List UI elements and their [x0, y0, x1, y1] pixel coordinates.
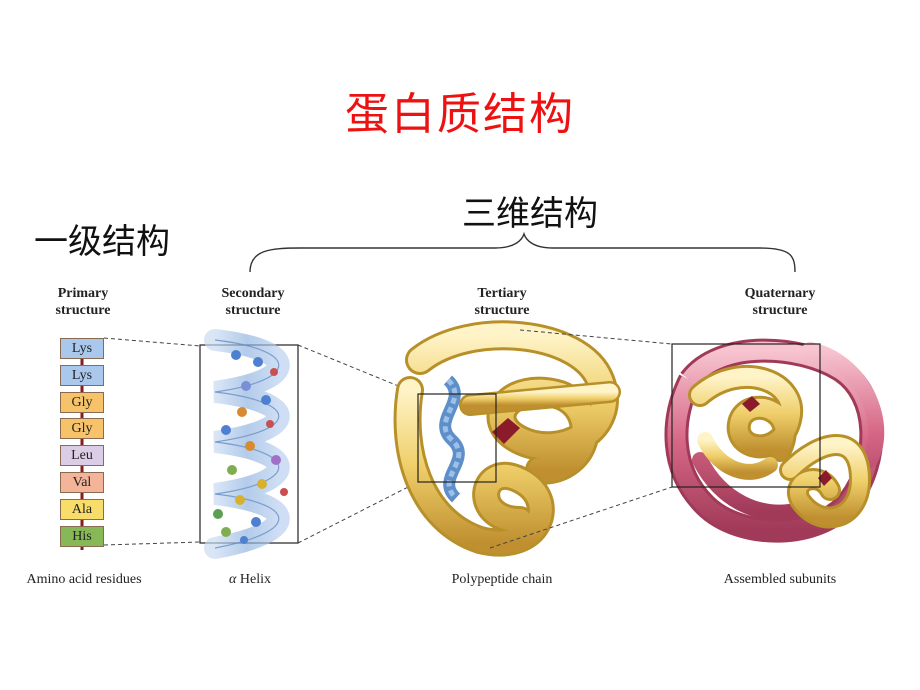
header-primary-line2: structure: [55, 303, 111, 318]
header-tertiary: Tertiary structure: [450, 285, 554, 319]
header-tertiary-line2: structure: [474, 303, 530, 318]
connector-primary-bottom: [103, 541, 201, 546]
header-quaternary-line1: Quaternary: [744, 286, 816, 301]
residue-lys-1: Lys: [60, 338, 104, 359]
connector-primary-top: [103, 337, 201, 347]
caption-quaternary: Assembled subunits: [723, 572, 837, 587]
caption-primary: Amino acid residues: [26, 572, 142, 587]
alpha-helix: [204, 329, 290, 559]
residue-his-8: His: [60, 525, 104, 547]
header-quaternary: Quaternary structure: [720, 285, 840, 319]
caption-tertiary: Polypeptide chain: [451, 572, 553, 587]
header-primary-line1: Primary: [57, 286, 109, 301]
connector-tertiary-top: [519, 329, 673, 345]
caption-secondary: α Helix: [200, 572, 300, 588]
connector-tertiary-bottom: [489, 486, 673, 549]
residue-gly-4: Gly: [60, 418, 104, 440]
primary-structure-cn-label: 一级结构: [34, 222, 170, 262]
tertiary-box: [417, 393, 497, 483]
header-secondary-line1: Secondary: [221, 286, 285, 301]
header-tertiary-line1: Tertiary: [477, 286, 527, 301]
residue-ala-7: Ala: [60, 498, 104, 520]
caption-secondary-symbol: α: [229, 572, 237, 587]
header-primary: Primary structure: [33, 285, 133, 319]
tertiary-protein: [393, 320, 621, 557]
header-quaternary-line2: structure: [752, 303, 808, 318]
residue-val-6: Val: [60, 472, 104, 493]
quaternary-protein: [664, 338, 885, 543]
helix-atoms: [213, 350, 288, 544]
3d-structure-cn-label: 三维结构: [462, 194, 598, 234]
residue-leu-5: Leu: [60, 445, 104, 467]
page-title: 蛋白质结构: [345, 89, 575, 140]
three-d-brace: [249, 231, 796, 273]
residue-gly-3: Gly: [60, 391, 104, 413]
quaternary-box: [671, 343, 821, 488]
connector-helix-bottom: [297, 481, 419, 544]
header-secondary-line2: structure: [225, 303, 281, 318]
header-secondary: Secondary structure: [198, 285, 308, 319]
caption-secondary-text: Helix: [236, 572, 271, 587]
residue-lys-2: Lys: [60, 364, 104, 386]
